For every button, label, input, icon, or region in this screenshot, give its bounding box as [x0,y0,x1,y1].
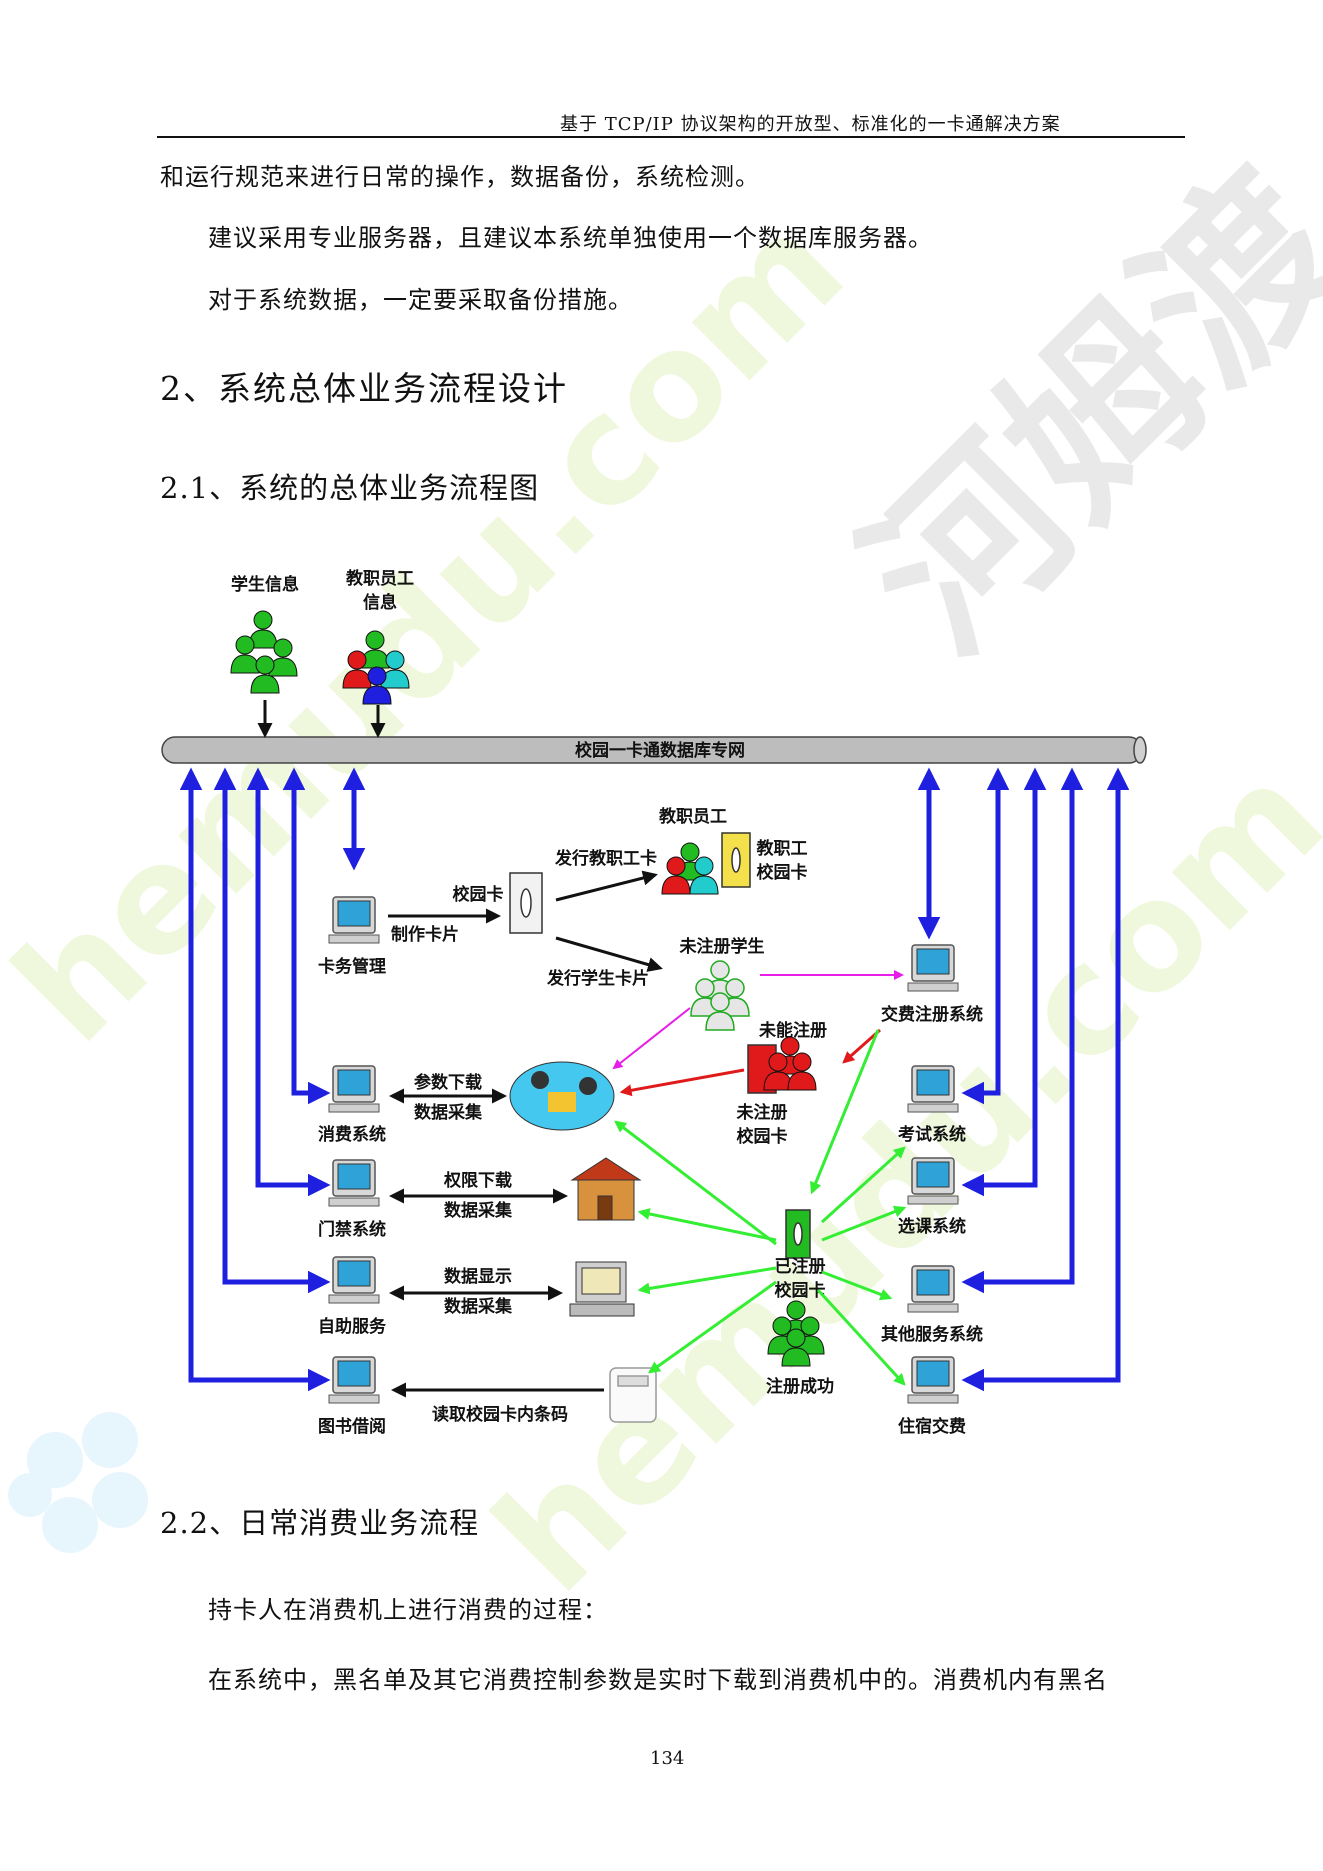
label-staff-info-1: 教职员工 [345,568,414,589]
label-library: 图书借阅 [318,1416,386,1437]
bus-label: 校园一卡通数据库专网 [575,740,745,761]
kiosk-icon [569,1261,635,1317]
label-consume: 消费系统 [318,1124,386,1145]
label-self-service: 自助服务 [318,1316,387,1337]
label-dorm: 住宿交费 [898,1416,966,1437]
label-data-collect-1: 数据采集 [414,1102,483,1123]
course-pc-icon [907,1157,959,1205]
label-card-mgmt: 卡务管理 [318,956,386,977]
label-failed-reg: 未能注册 [758,1020,827,1041]
consume-pc-icon [328,1065,380,1113]
paragraph-4: 持卡人在消费机上进行消费的过程： [208,1596,608,1624]
watermark-flower-icon [8,1412,148,1553]
database-network-bus: 校园一卡通数据库专网 [161,736,1147,764]
header-rule [157,136,1185,138]
page-number: 134 [650,1748,685,1769]
paragraph-1: 和运行规范来进行日常的操作，数据备份，系统检测。 [160,163,760,191]
label-exam: 考试系统 [897,1124,966,1145]
running-header: 基于 TCP/IP 协议架构的开放型、标准化的一卡通解决方案 [560,114,1061,135]
student-group-icon [230,610,298,694]
library-pc-icon [328,1356,380,1404]
paragraph-5: 在系统中，黑名单及其它消费控制参数是实时下载到消费机中的。消费机内有黑名 [208,1666,1108,1694]
label-staff-info-2: 信息 [363,592,397,613]
unreg-student-icon [690,960,750,1031]
label-other: 其他服务系统 [881,1324,983,1345]
fee-reg-pc-icon [907,944,959,992]
label-student-info: 学生信息 [231,574,299,595]
label-issue-student-card: 发行学生卡片 [546,968,649,989]
label-fee-reg: 交费注册系统 [881,1004,983,1025]
paragraph-3: 对于系统数据，一定要采取备份措施。 [208,286,633,314]
blue-links-left [179,767,366,1392]
registered-card-icon [785,1209,811,1259]
label-reg-success: 注册成功 [766,1376,834,1397]
label-access: 门禁系统 [318,1219,386,1240]
label-data-collect-3: 数据采集 [444,1296,513,1317]
label-issue-staff-card: 发行教职工卡 [554,848,657,869]
label-reg-card-2: 校园卡 [775,1280,826,1301]
label-campus-card: 校园卡 [453,884,504,905]
label-staff-card-1: 教职工 [756,838,808,859]
school-building-icon [570,1157,642,1221]
registered-people-icon [767,1300,825,1367]
blue-links-right [917,767,1130,1392]
label-staff-card-2: 校园卡 [757,862,808,883]
heading-2-1: 2.1、系统的总体业务流程图 [160,471,540,505]
label-data-display: 数据显示 [444,1266,512,1287]
label-make-card: 制作卡片 [391,924,459,945]
label-data-collect-2: 数据采集 [444,1200,513,1221]
staff-small-icon [661,842,719,895]
label-perm-download: 权限下载 [443,1170,512,1191]
green-links [614,1029,907,1386]
label-param-download: 参数下载 [414,1072,482,1093]
business-flow-diagram: 校园一卡通数据库专网 学生信息 教职员工 信息 卡务管理 制作卡片 校园卡 发行… [161,568,1147,1437]
other-pc-icon [907,1265,959,1313]
label-reg-card-1: 已注册 [775,1256,826,1277]
staff-group-icon [342,630,410,705]
label-staff: 教职员工 [658,806,727,827]
label-read-barcode: 读取校园卡内条码 [432,1404,568,1425]
self-service-pc-icon [328,1256,380,1304]
label-unreg-student: 未注册学生 [679,936,765,957]
label-course: 选课系统 [898,1216,966,1237]
campus-card-icon [509,872,543,934]
staff-card-icon [721,832,751,888]
consume-terminal-icon [509,1061,615,1131]
paragraph-2: 建议采用专业服务器，且建议本系统单独使用一个数据库服务器。 [208,224,933,252]
label-unreg-card-2: 校园卡 [737,1126,788,1147]
barcode-reader-icon [609,1367,657,1423]
heading-2-2: 2.2、日常消费业务流程 [160,1506,480,1540]
heading-2: 2、系统总体业务流程设计 [160,369,568,408]
dorm-pc-icon [907,1356,959,1404]
label-unreg-card-1: 未注册 [736,1102,788,1123]
exam-pc-icon [907,1065,959,1113]
access-pc-icon [328,1159,380,1207]
card-mgmt-pc-icon [328,896,380,944]
